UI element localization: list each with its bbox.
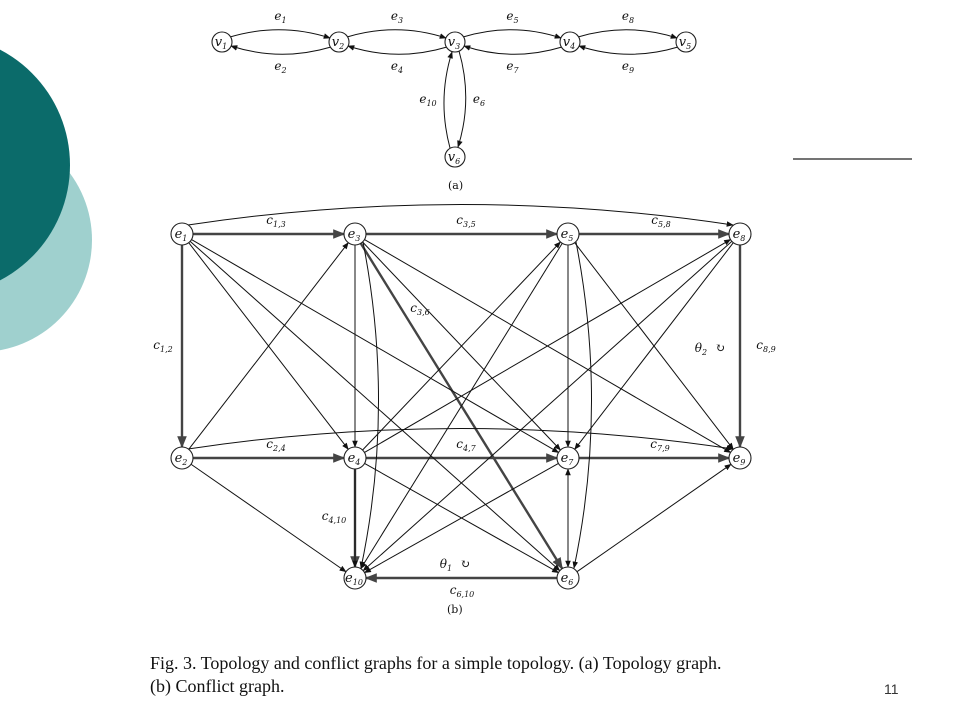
topology-edge-e3 bbox=[346, 29, 447, 39]
conflict-node-e6: e6 bbox=[556, 566, 580, 590]
topology-edge-e7 bbox=[463, 45, 563, 55]
topology-node-v5: v5 bbox=[675, 31, 697, 53]
conflict-edge-e8-e10 bbox=[362, 240, 733, 572]
topology-node-label-v5: v5 bbox=[679, 35, 691, 51]
topology-label-e5: e5 bbox=[506, 9, 518, 25]
conflict-node-e10: e10 bbox=[343, 566, 367, 590]
conflict-label-c610: c6,10 bbox=[450, 583, 475, 599]
topology-graph: e1 e2 e3 e4 e5 e7 e8 e9 e10 e6 v1 v2 v3 v4 v5 v6 bbox=[211, 9, 697, 168]
conflict-label-theta2: θ2↻ bbox=[695, 341, 725, 357]
topology-edge-e10 bbox=[443, 51, 453, 149]
topology-edge-e2 bbox=[230, 45, 332, 55]
conflict-edge-e4-e5 bbox=[362, 241, 561, 451]
conflict-curved-edge-e5-e6 bbox=[572, 241, 593, 569]
conflict-graph: c1,3 c3,5 c5,8 c1,2 c3,6 c8,9 c2,4 c4,7 c7,9 c4,1… bbox=[153, 204, 776, 599]
topology-edge-e6 bbox=[457, 50, 467, 148]
conflict-node-label-e9: e9 bbox=[733, 451, 746, 467]
conflict-node-label-e7: e7 bbox=[561, 451, 575, 467]
conflict-node-e7: e7 bbox=[556, 446, 580, 470]
conflict-node-label-e4: e4 bbox=[348, 451, 361, 467]
topology-node-v6: v6 bbox=[444, 146, 466, 168]
conflict-label-c12: c1,2 bbox=[153, 338, 172, 354]
topology-label-e3: e3 bbox=[391, 9, 403, 25]
conflict-node-e2: e2 bbox=[170, 446, 194, 470]
topology-node-v3: v3 bbox=[444, 31, 466, 53]
conflict-label-c410: c4,10 bbox=[322, 509, 347, 525]
topology-label-e1: e1 bbox=[274, 9, 286, 25]
conflict-node-label-e10: e10 bbox=[345, 571, 363, 587]
topology-edge-e5 bbox=[462, 29, 562, 39]
conflict-node-label-e1: e1 bbox=[175, 227, 188, 243]
figure-caption-line1: Fig. 3. Topology and conflict graphs for… bbox=[150, 653, 722, 674]
topology-label-e6: e6 bbox=[473, 92, 485, 108]
conflict-node-e1: e1 bbox=[170, 222, 194, 246]
conflict-label-c24: c2,4 bbox=[266, 437, 285, 453]
conflict-edge-e2-e10 bbox=[190, 463, 347, 573]
panel-a-label: (a) bbox=[448, 179, 463, 192]
conflict-node-label-e2: e2 bbox=[175, 451, 188, 467]
topology-node-v1: v1 bbox=[211, 31, 233, 53]
topology-label-e2: e2 bbox=[274, 59, 286, 75]
conflict-curved-edge-e1-e8 bbox=[187, 204, 734, 227]
topology-edge-e9 bbox=[578, 45, 679, 55]
topology-node-label-v3: v3 bbox=[448, 35, 460, 51]
conflict-node-label-e8: e8 bbox=[733, 227, 746, 243]
topology-label-e9: e9 bbox=[622, 59, 634, 75]
conflict-edge-e2-e3 bbox=[188, 242, 349, 450]
conflict-edge-e7-e10 bbox=[363, 462, 559, 574]
conflict-node-label-e3: e3 bbox=[348, 227, 361, 243]
conflict-label-c89: c8,9 bbox=[756, 338, 775, 354]
conflict-edge-e3-e9 bbox=[364, 239, 732, 453]
topology-node-label-v1: v1 bbox=[215, 35, 227, 51]
page-number: 11 bbox=[884, 681, 899, 697]
conflict-edge-e1-e6 bbox=[189, 240, 561, 572]
conflict-node-e5: e5 bbox=[556, 222, 580, 246]
conflict-curved-edge-e3-e10 bbox=[359, 241, 380, 569]
conflict-edge-e5-e10 bbox=[360, 243, 563, 570]
conflict-node-e3: e3 bbox=[343, 222, 367, 246]
topology-node-label-v6: v6 bbox=[448, 150, 460, 166]
conflict-node-label-e6: e6 bbox=[561, 571, 574, 587]
topology-node-label-v2: v2 bbox=[332, 35, 344, 51]
conflict-node-label-e5: e5 bbox=[561, 227, 574, 243]
conflict-edge-e8-e7 bbox=[574, 242, 734, 450]
conflict-curved-edge-e2-e9 bbox=[187, 428, 734, 451]
conflict-node-e4: e4 bbox=[343, 446, 367, 470]
conflict-label-c13: c1,3 bbox=[266, 213, 285, 229]
conflict-label-c36: c3,6 bbox=[410, 301, 429, 317]
conflict-edge-e6-e9 bbox=[576, 463, 732, 573]
decor-dark-circle bbox=[0, 49, 70, 281]
topology-label-e4: e4 bbox=[391, 59, 403, 75]
conflict-label-c58: c5,8 bbox=[651, 213, 670, 229]
conflict-label-c79: c7,9 bbox=[650, 437, 669, 453]
topology-edge-e8 bbox=[577, 29, 678, 39]
topology-edge-e4 bbox=[347, 45, 448, 55]
topology-label-e8: e8 bbox=[622, 9, 634, 25]
conflict-label-theta1: θ1↻ bbox=[440, 557, 470, 573]
topology-label-e7: e7 bbox=[506, 59, 519, 75]
conflict-label-c47: c4,7 bbox=[456, 437, 476, 453]
conflict-label-c35: c3,5 bbox=[456, 213, 475, 229]
conflict-edge-e1-e7 bbox=[191, 239, 560, 453]
topology-label-e10: e10 bbox=[419, 92, 436, 108]
topology-node-v4: v4 bbox=[559, 31, 581, 53]
topology-node-label-v4: v4 bbox=[563, 35, 575, 51]
conflict-node-e9: e9 bbox=[728, 446, 752, 470]
conflict-node-e8: e8 bbox=[728, 222, 752, 246]
topology-edge-e1 bbox=[229, 29, 331, 39]
panel-b-label: (b) bbox=[447, 603, 463, 616]
figure-caption-line2: (b) Conflict graph. bbox=[150, 676, 284, 697]
topology-node-v2: v2 bbox=[328, 31, 350, 53]
